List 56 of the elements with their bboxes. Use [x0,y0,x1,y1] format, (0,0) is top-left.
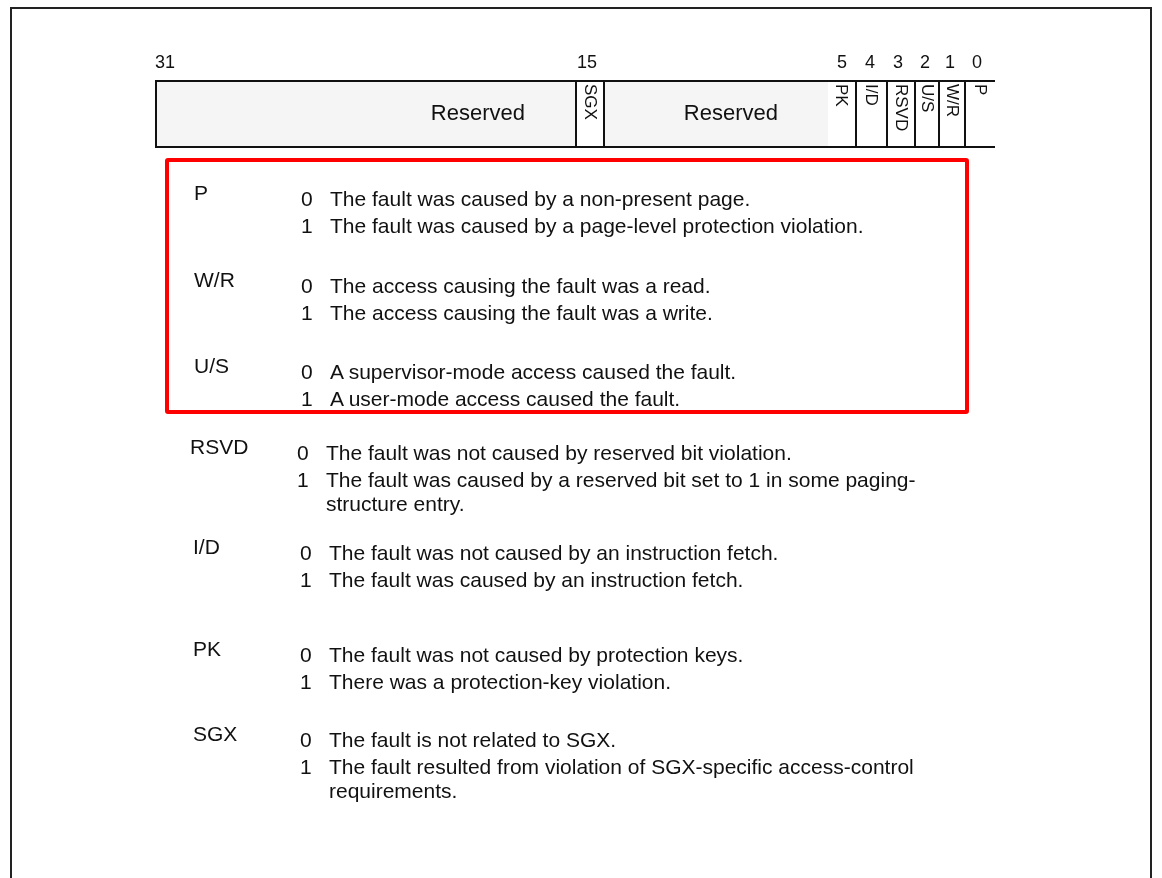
description-text: There was a protection-key violation. [329,670,672,694]
field-label: W/R [943,84,961,118]
description-text: The fault resulted from violation of SGX-specific access-control requirements. [329,755,915,803]
bit-value: 1 [300,670,313,694]
description-text: A user-mode access caused the fault. [330,387,682,411]
field-label: RSVD [892,84,910,132]
field-name: PK [193,637,222,661]
register-field [603,82,828,146]
bit-value: 0 [297,441,310,465]
description-text: The fault was caused by a page-level protection violation. [330,214,865,238]
field-name: W/R [194,268,236,292]
field-label: SGX [581,84,599,120]
highlight-box [165,158,969,414]
bit-value: 1 [301,301,314,325]
description-text: The fault was not caused by an instruction fetch. [329,541,780,565]
field-label: Reserved [430,100,525,126]
field-name: SGX [193,722,239,746]
field-name: U/S [194,354,230,378]
field-label: I/D [863,84,880,106]
bit-number: 4 [865,52,875,73]
bit-value: 0 [300,728,313,752]
bit-number: 1 [945,52,955,73]
field-name: P [194,181,209,205]
description-text: The fault was caused by a reserved bit set to 1 in some paging-structure entry. [326,468,917,516]
bit-value: 1 [297,468,310,493]
field-label: Reserved [683,100,778,126]
field-label: PK [833,84,850,107]
description-text: A supervisor-mode access caused the fault. [330,360,738,384]
bit-value: 1 [300,568,313,592]
field-label: U/S [918,84,936,113]
field-label: P [972,84,989,96]
bit-number: 15 [577,52,597,73]
bit-value: 1 [301,214,314,238]
bit-number: 31 [155,52,175,73]
description-text: The access causing the fault was a write. [330,301,714,325]
bit-value: 0 [300,541,313,565]
description-text: The fault was not caused by protection keys. [329,643,745,667]
description-text: The fault was caused by an instruction fetch. [329,568,745,592]
bit-value: 0 [301,274,314,298]
bit-value: 0 [300,643,313,667]
bit-number: 3 [893,52,903,73]
description-text: The fault was not caused by reserved bit violation. [326,441,793,465]
bit-value: 1 [300,755,313,780]
field-name: I/D [193,535,221,559]
description-text: The access causing the fault was a read. [330,274,712,298]
register-field [157,82,575,146]
bit-number: 5 [837,52,847,73]
bit-value: 0 [301,360,314,384]
bit-number: 0 [972,52,982,73]
bit-number: 2 [920,52,930,73]
description-text: The fault was caused by a non-present page. [330,187,752,211]
bit-value: 1 [301,387,314,411]
field-name: RSVD [190,435,250,459]
register-field [964,82,995,146]
description-text: The fault is not related to SGX. [329,728,618,752]
bit-value: 0 [301,187,314,211]
